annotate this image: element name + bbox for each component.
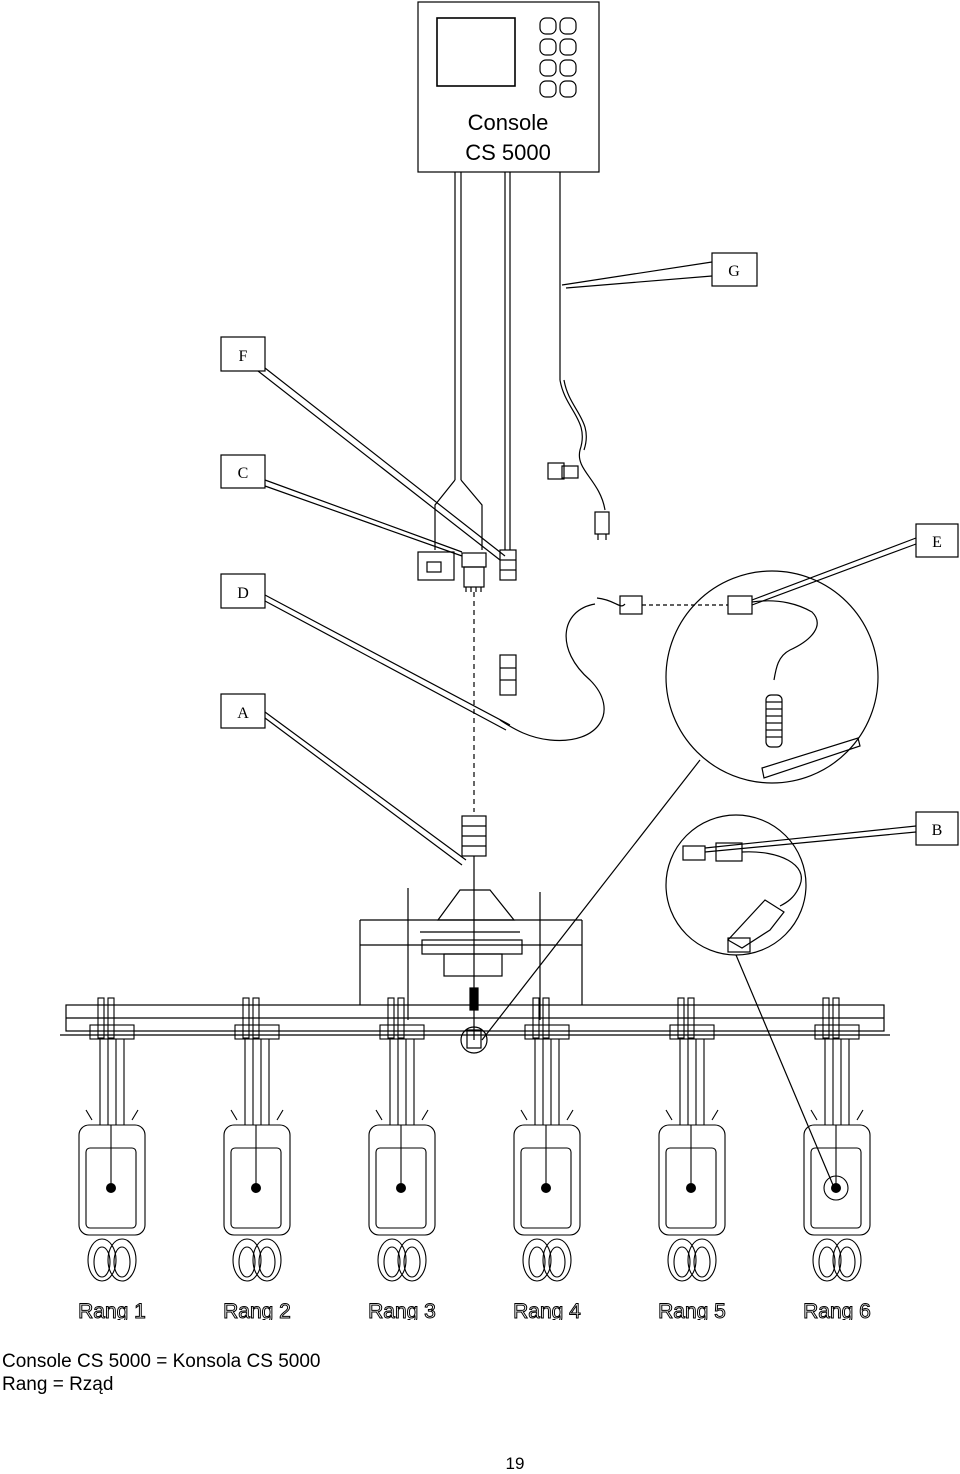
console-unit: [417, 1, 600, 173]
central-hub: [407, 815, 541, 1054]
detail-circle-e: [665, 570, 879, 784]
upper-frame: [359, 919, 583, 1005]
caption-rang: Rang = Rząd: [2, 1374, 114, 1395]
console-label-line1: Console: [468, 110, 549, 135]
callout-b: B: [932, 822, 943, 839]
callout-e: E: [932, 534, 942, 551]
row-unit: [658, 997, 726, 1282]
wiring-diagram: Console CS 5000 G F C E D A B Rang 1 Ran…: [60, 1, 959, 1320]
main-cables: [434, 172, 606, 550]
row-unit: [513, 997, 581, 1282]
row-unit: [368, 997, 436, 1282]
row-label-6: Rang 6: [803, 1300, 871, 1320]
callout-boxes: [220, 252, 959, 846]
row-label-4: Rang 4: [513, 1300, 581, 1320]
row-label-2: Rang 2: [223, 1300, 291, 1320]
row-unit: [78, 997, 146, 1282]
keypad-buttons: [539, 17, 577, 98]
row-label-3: Rang 3: [368, 1300, 436, 1320]
callout-f: F: [239, 348, 248, 365]
row-units: [78, 997, 871, 1282]
row-label-1: Rang 1: [78, 1300, 146, 1320]
row-unit: [223, 997, 291, 1282]
callout-d: D: [237, 585, 249, 602]
detail-circle-b: [665, 814, 807, 956]
connector-cluster: [417, 549, 517, 696]
toolbar-beam: [60, 1004, 890, 1036]
callout-g: G: [728, 263, 740, 280]
callout-a: A: [237, 705, 249, 722]
page-number: 19: [505, 1454, 525, 1473]
caption-console: Console CS 5000 = Konsola CS 5000: [2, 1351, 321, 1372]
sensor-cable-loop: [499, 603, 605, 742]
g-connectors: [547, 462, 610, 540]
row-label-5: Rang 5: [658, 1300, 726, 1320]
console-label-line2: CS 5000: [465, 140, 551, 165]
leader-lines: [257, 261, 917, 1186]
callout-c: C: [238, 465, 249, 482]
row-unit: [803, 997, 871, 1282]
